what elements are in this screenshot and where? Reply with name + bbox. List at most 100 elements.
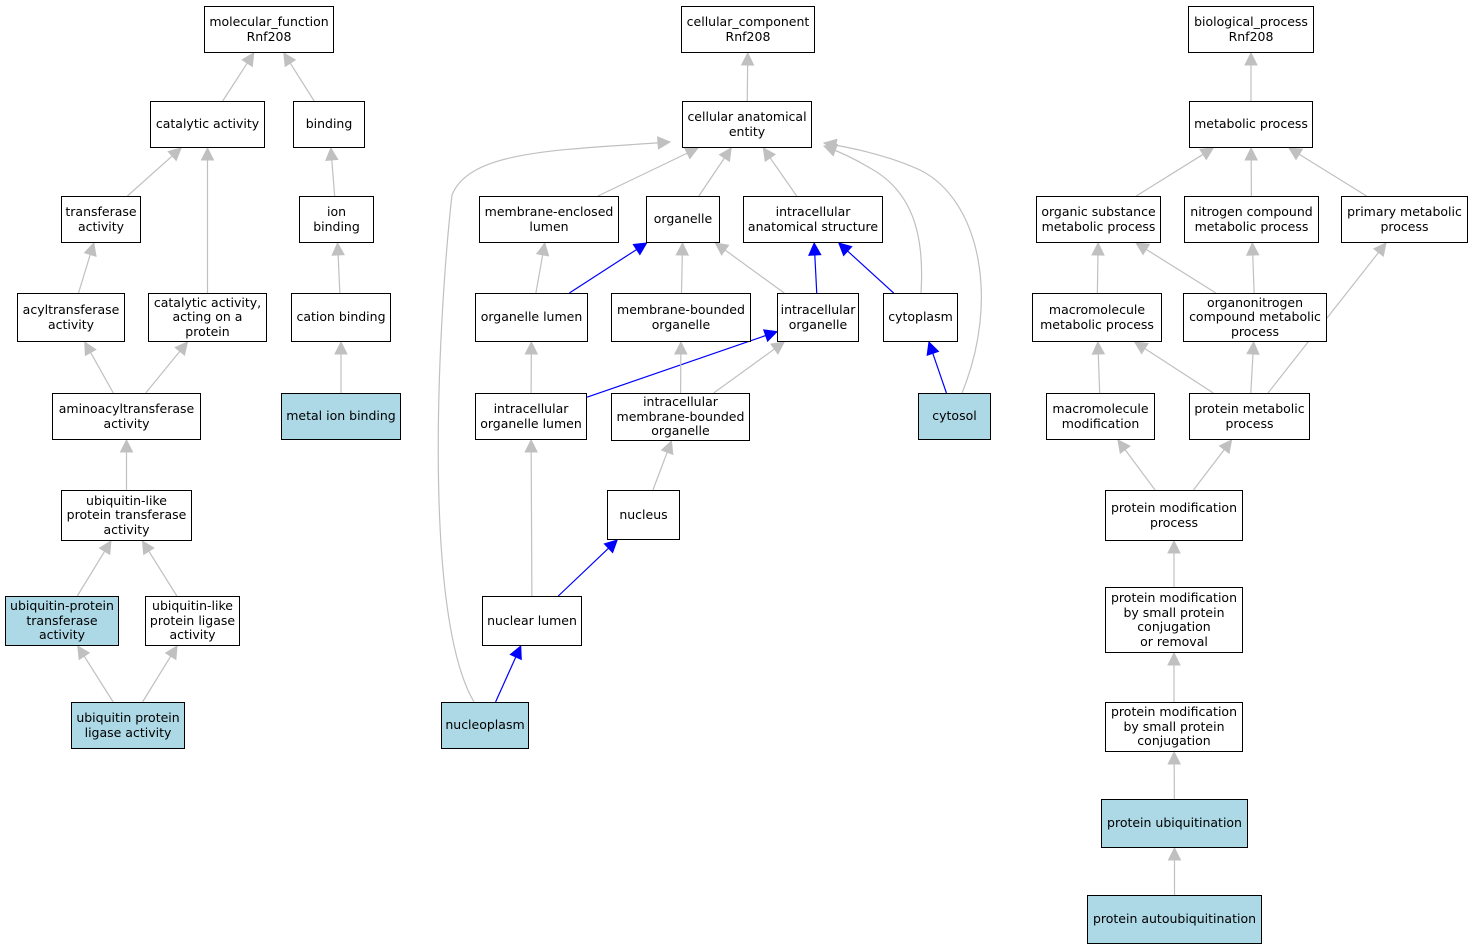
go-term-label: transferase activity — [65, 204, 137, 234]
edge-bind-to-mf — [289, 61, 315, 102]
go-term-label: organelle — [653, 211, 713, 227]
go-term-nuclum[interactable]: nuclear lumen — [482, 596, 582, 646]
go-term-orglum[interactable]: organelle lumen — [475, 293, 588, 342]
go-term-ubllig[interactable]: ubiquitin-like protein ligase activity — [145, 596, 240, 646]
edge-nucleus-to-imbo-arrow — [660, 439, 674, 456]
edge-ias-to-cae — [769, 156, 798, 197]
edge-cytosol-to-cae-arrow — [822, 138, 838, 152]
go-term-label: protein autoubiquitination — [1092, 911, 1257, 927]
edge-amino-to-acyl — [89, 351, 114, 394]
go-term-protmp[interactable]: protein metabolic process — [1189, 393, 1310, 440]
go-term-label: nuclear lumen — [487, 612, 577, 628]
go-term-mbo[interactable]: membrane-bounded organelle — [611, 293, 751, 342]
edge-nucleo-to-nuclum-arrow — [509, 644, 522, 661]
go-term-mmod[interactable]: macromolecule modification — [1046, 393, 1155, 440]
go-term-nucleus[interactable]: nucleus — [607, 490, 680, 540]
go-term-catprot[interactable]: catalytic activity, acting on a protein — [148, 293, 267, 342]
go-term-bp[interactable]: biological_process Rnf208 — [1188, 6, 1314, 53]
go-term-ublt[interactable]: ubiquitin-like protein transferase activ… — [61, 490, 192, 541]
go-term-trans[interactable]: transferase activity — [61, 196, 141, 243]
go-term-label: ion binding — [313, 204, 360, 234]
go-term-ias[interactable]: intracellular anatomical structure — [743, 196, 883, 243]
go-term-osmp[interactable]: organic substance metabolic process — [1036, 196, 1161, 243]
edge-iol-to-io — [586, 334, 767, 398]
go-term-ubpt[interactable]: ubiquitin-protein transferase activity — [5, 596, 119, 646]
go-term-cat[interactable]: catalytic activity — [150, 101, 265, 148]
edge-metal-to-cationb-arrow — [334, 340, 348, 355]
go-term-label: acyltransferase activity — [22, 302, 120, 332]
edge-orglum-to-org — [569, 248, 638, 294]
edge-ubplig-to-ubpt — [83, 654, 114, 703]
go-term-mel[interactable]: membrane-enclosed lumen — [479, 196, 619, 243]
go-term-label: binding — [305, 116, 353, 132]
edge-protmp-to-oncmp-arrow — [1246, 340, 1260, 355]
go-term-nucleo[interactable]: nucleoplasm — [441, 702, 529, 749]
edge-ublt-to-amino-arrow — [119, 438, 134, 453]
edge-cytosol-to-cyto-arrow — [926, 340, 940, 357]
go-term-ubplig[interactable]: ubiquitin protein ligase activity — [71, 702, 185, 749]
go-term-amino[interactable]: aminoacyltransferase activity — [52, 393, 201, 440]
go-term-cationb[interactable]: cation binding — [291, 293, 391, 342]
edge-orglum-to-org-arrow — [632, 242, 648, 256]
edge-mbo-to-org — [680, 253, 683, 294]
go-term-bind[interactable]: binding — [293, 101, 365, 148]
edge-amino-to-catprot — [145, 350, 181, 394]
go-term-label: membrane-enclosed lumen — [484, 204, 614, 234]
go-term-io[interactable]: intracellular organelle — [777, 293, 859, 342]
go-term-label: cellular anatomical entity — [687, 109, 807, 139]
edge-ubplig-to-ubllig — [141, 655, 172, 703]
edge-protmp-to-mmp-arrow — [1133, 341, 1149, 355]
go-term-mf[interactable]: molecular_function Rnf208 — [204, 6, 334, 53]
edge-mmp-to-osmp-arrow — [1091, 241, 1105, 256]
go-term-pmsmc[interactable]: protein modification by small protein co… — [1105, 702, 1243, 752]
go-term-ncmp[interactable]: nitrogen compound metabolic process — [1184, 196, 1319, 243]
edge-nucleus-to-imbo — [652, 451, 669, 491]
go-term-label: protein ubiquitination — [1107, 815, 1242, 831]
go-term-org[interactable]: organelle — [646, 196, 720, 243]
go-term-pautoubi[interactable]: protein autoubiquitination — [1087, 895, 1262, 944]
edge-org-to-cae — [698, 156, 726, 197]
go-term-imbo[interactable]: intracellular membrane-bounded organelle — [611, 393, 750, 441]
edge-ionb-to-bind-arrow — [325, 146, 339, 161]
go-term-ionb[interactable]: ion binding — [299, 196, 374, 243]
edge-ias-to-cae-arrow — [762, 147, 777, 163]
edge-mmp-to-osmp — [1096, 253, 1099, 294]
go-term-metab[interactable]: metabolic process — [1189, 101, 1313, 148]
edge-pautoubi-to-pubi-arrow — [1167, 846, 1182, 861]
go-term-pubi[interactable]: protein ubiquitination — [1101, 799, 1248, 848]
go-term-label: macromolecule metabolic process — [1040, 302, 1154, 332]
go-term-pmsmcr[interactable]: protein modification by small protein co… — [1105, 587, 1243, 653]
edge-nuclum-to-nucleus — [557, 547, 610, 597]
go-term-label: membrane-bounded organelle — [617, 302, 745, 332]
edge-io-to-ias — [814, 253, 818, 294]
go-term-label: nucleoplasm — [445, 717, 525, 733]
go-term-label: metal ion binding — [286, 408, 396, 424]
edge-pmp-to-metab-arrow — [1288, 147, 1304, 161]
go-term-metal[interactable]: metal ion binding — [281, 393, 401, 440]
edge-iol-to-io-arrow — [762, 329, 779, 343]
go-term-cyto[interactable]: cytoplasm — [883, 293, 958, 342]
go-term-oncmp[interactable]: organonitrogen compound metabolic proces… — [1183, 293, 1327, 342]
go-term-label: cytosol — [932, 408, 977, 424]
edge-pmod-to-mmod-arrow — [1117, 439, 1131, 455]
edge-metab-to-bp-arrow — [1244, 51, 1258, 66]
edge-ncmp-to-metab-arrow — [1244, 146, 1258, 161]
edge-nucleo-to-cae-arrow — [657, 136, 672, 150]
go-term-cytosol[interactable]: cytosol — [918, 393, 991, 440]
go-term-label: cytoplasm — [888, 309, 953, 325]
go-term-pmp[interactable]: primary metabolic process — [1341, 196, 1468, 243]
edge-mel-to-cae — [597, 152, 689, 197]
edge-acyl-to-trans-arrow — [83, 241, 97, 257]
go-term-iol[interactable]: intracellular organelle lumen — [475, 393, 587, 440]
edge-bind-to-mf-arrow — [283, 52, 297, 68]
go-term-mmp[interactable]: macromolecule metabolic process — [1032, 293, 1162, 342]
edge-mmod-to-mmp-arrow — [1091, 340, 1106, 355]
go-term-pmod[interactable]: protein modification process — [1105, 490, 1243, 541]
go-term-label: protein metabolic process — [1194, 401, 1305, 431]
go-term-cae[interactable]: cellular anatomical entity — [682, 101, 812, 148]
go-term-label: intracellular organelle — [780, 302, 856, 332]
go-term-cc[interactable]: cellular_component Rnf208 — [681, 6, 815, 53]
edge-ionb-to-bind — [331, 158, 336, 197]
go-term-acyl[interactable]: acyltransferase activity — [17, 293, 125, 342]
